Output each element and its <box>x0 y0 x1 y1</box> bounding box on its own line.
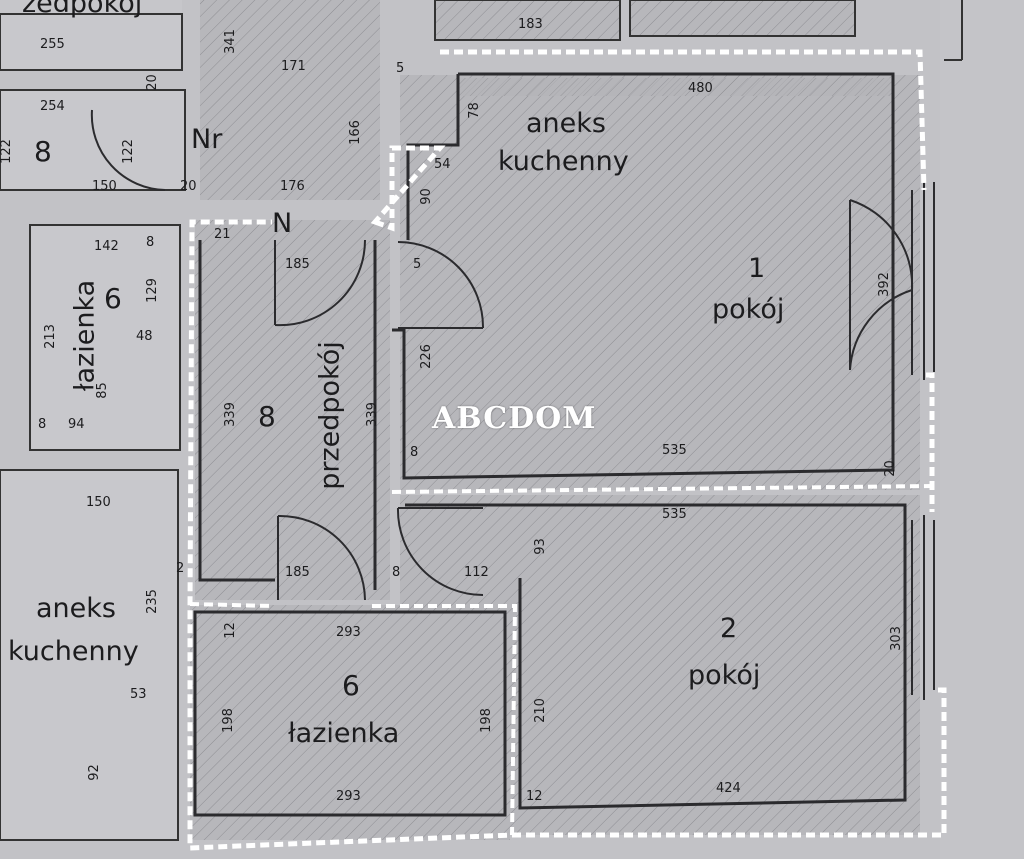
bathroom-number: 6 <box>342 669 360 702</box>
neighbour-room-top-mid <box>434 0 621 41</box>
dim-112: 112 <box>464 565 489 580</box>
door-swing-neighbour <box>90 109 166 191</box>
kitchenette-label-line1: aneks <box>526 108 606 139</box>
dim-198a: 198 <box>220 708 236 733</box>
door-swing-entrance <box>274 239 367 327</box>
balcony-door-swing-lower <box>849 289 913 371</box>
dim-480: 480 <box>688 81 713 96</box>
dim-5b: 5 <box>413 257 422 272</box>
hall-number: 8 <box>258 400 276 433</box>
window-room-2 <box>911 515 935 700</box>
dim-254: 254 <box>40 99 65 114</box>
dim-12b: 12 <box>526 789 543 804</box>
room-2-name: pokój <box>688 660 761 691</box>
dim-8d: 8 <box>392 565 401 580</box>
door-swing-room-1 <box>397 241 485 329</box>
dim-198b: 198 <box>478 708 494 733</box>
dim-150b: 150 <box>86 495 111 510</box>
hall-floor <box>195 220 390 600</box>
bathroom-name: łazienka <box>288 718 400 749</box>
hall-name: przedpokój <box>314 341 346 490</box>
dim-122b: 122 <box>0 139 14 164</box>
dim-210: 210 <box>532 698 548 723</box>
dim-185b: 185 <box>285 565 310 580</box>
dim-92: 92 <box>86 764 102 781</box>
kitchenette-label-line2: kuchenny <box>498 146 629 177</box>
dim-8a: 8 <box>146 235 155 250</box>
dim-90: 90 <box>418 188 434 205</box>
dim-20b: 20 <box>180 179 197 194</box>
dim-78: 78 <box>466 102 482 119</box>
dim-176: 176 <box>280 179 305 194</box>
dim-93: 93 <box>532 538 548 555</box>
room-2-number: 2 <box>720 613 738 644</box>
dim-183: 183 <box>518 17 543 32</box>
dim-424: 424 <box>716 781 741 796</box>
dim-5a: 5 <box>396 61 405 76</box>
neighbour-room-8-number: 8 <box>34 135 52 168</box>
dim-166: 166 <box>347 120 363 145</box>
dim-171: 171 <box>281 59 306 74</box>
dim-129: 129 <box>144 278 160 303</box>
dim-303: 303 <box>888 626 904 651</box>
door-swing-room-2 <box>396 507 484 596</box>
dim-341: 341 <box>222 29 238 54</box>
watermark-logo: ABCDOM <box>432 401 597 436</box>
dim-213: 213 <box>42 324 58 349</box>
dim-8b: 8 <box>38 417 47 432</box>
dim-85: 85 <box>94 382 110 399</box>
dim-226: 226 <box>418 344 434 369</box>
neighbour-kitchenette-line2: kuchenny <box>8 636 139 667</box>
neighbour-bathroom-number: 6 <box>104 282 122 315</box>
dim-142: 142 <box>94 239 119 254</box>
neighbour-bathroom <box>29 224 181 451</box>
exterior-area <box>940 0 1024 859</box>
dim-339a: 339 <box>222 402 238 427</box>
dim-20c: 20 <box>882 460 898 477</box>
neighbour-nr-label: Nr <box>191 124 223 155</box>
dim-21: 21 <box>214 227 231 242</box>
apartment-outline <box>187 49 947 851</box>
dim-12a: 12 <box>222 622 238 639</box>
neighbour-room-8 <box>0 89 186 191</box>
dim-8c: 8 <box>410 445 419 460</box>
dim-235: 235 <box>144 589 160 614</box>
dim-293a: 293 <box>336 625 361 640</box>
dim-293b: 293 <box>336 789 361 804</box>
dim-53: 53 <box>130 687 147 702</box>
neighbour-kitchenette-line1: aneks <box>36 593 116 624</box>
neighbour-room-top-left <box>0 13 183 71</box>
room-1-floor <box>400 75 920 490</box>
dim-122a: 122 <box>120 139 136 164</box>
dim-2: 2 <box>176 561 185 576</box>
dim-255: 255 <box>40 37 65 52</box>
room-1-name: pokój <box>712 294 785 325</box>
dim-339b: 339 <box>364 402 380 427</box>
neighbour-kitchenette <box>0 469 179 841</box>
dim-535a: 535 <box>662 443 687 458</box>
dim-535b: 535 <box>662 507 687 522</box>
neighbour-bathroom-name: łazienka <box>69 279 101 392</box>
dim-54: 54 <box>434 157 451 172</box>
dim-20a: 20 <box>144 74 160 91</box>
bathroom-floor <box>190 605 510 840</box>
neighbour-hall-name-partial: zedpokój <box>22 0 143 19</box>
neighbour-corridor <box>200 0 380 200</box>
door-swing-bathroom <box>277 514 366 601</box>
neighbour-room-top-right <box>629 0 856 37</box>
north-mark: N <box>272 208 293 239</box>
dim-392: 392 <box>876 272 892 297</box>
dim-185a: 185 <box>285 257 310 272</box>
dim-94: 94 <box>68 417 85 432</box>
dim-48: 48 <box>136 329 153 344</box>
room-1-number: 1 <box>748 253 766 284</box>
balcony-door-swing-upper <box>849 199 914 291</box>
dim-150a: 150 <box>92 179 117 194</box>
